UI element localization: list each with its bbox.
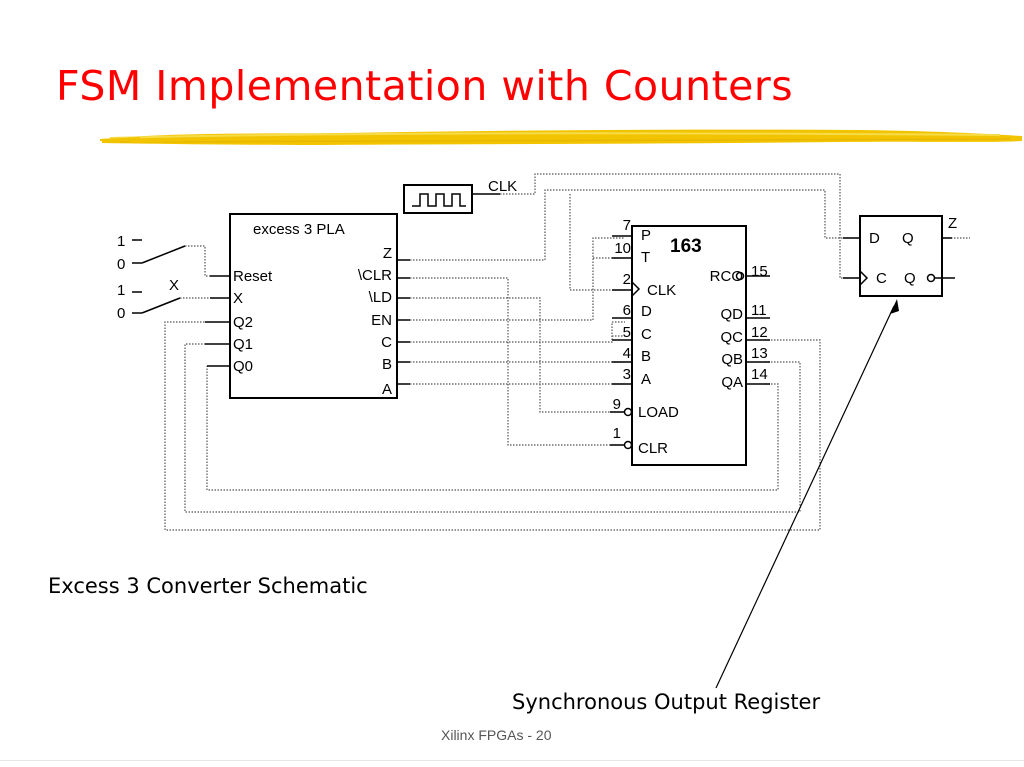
pla-input-x: X: [233, 290, 243, 307]
title-underline: [100, 129, 1022, 145]
pin-num-c: 5: [623, 324, 631, 341]
pla-output-a: A: [382, 381, 392, 398]
pin-qa: QA: [721, 374, 743, 391]
pin-clk: CLK: [647, 282, 676, 299]
pin-a: A: [641, 371, 651, 388]
pla-input-q2: Q2: [233, 314, 253, 331]
ff-d-label: D: [869, 230, 880, 247]
pla-output-ld: \LD: [369, 289, 393, 306]
schematic-caption: Excess 3 Converter Schematic: [48, 574, 368, 598]
pin-num-b: 4: [623, 345, 631, 362]
ff-qbar-label: Q: [904, 270, 916, 287]
pin-num-a: 3: [623, 366, 631, 383]
pla-output-clr: \CLR: [358, 267, 392, 284]
dotted-wires: [164, 173, 970, 531]
switch-level-0b: 0: [117, 305, 125, 322]
pin-qb: QB: [721, 351, 743, 368]
pin-p: P: [641, 227, 651, 244]
pin-clr: CLR: [638, 440, 668, 457]
switch-level-1b: 1: [117, 282, 125, 299]
slide-footer: Xilinx FPGAs - 20: [441, 727, 552, 743]
pla-output-c: C: [381, 334, 392, 351]
pin-num-qb: 13: [751, 345, 768, 362]
input-switches: 1 0 1 0 X: [117, 233, 186, 322]
pin-t: T: [641, 249, 650, 266]
pin-qc: QC: [721, 329, 744, 346]
ff-c-label: C: [876, 270, 887, 287]
clock-generator: CLK: [403, 178, 517, 214]
pin-qd: QD: [721, 306, 744, 323]
pin-load: LOAD: [638, 404, 679, 421]
pin-num-load: 9: [613, 396, 621, 413]
pin-num-clr: 1: [613, 425, 621, 442]
pin-num-qc: 12: [751, 324, 768, 341]
ff-q-label: Q: [902, 230, 914, 247]
slide-title: FSM Implementation with Counters: [56, 62, 794, 110]
clk-label: CLK: [488, 178, 517, 195]
pla-input-reset: Reset: [233, 268, 273, 285]
switch-x-label: X: [169, 277, 179, 294]
pin-b: B: [641, 348, 651, 365]
ff-z-label: Z: [948, 215, 957, 232]
pla-output-z: Z: [383, 245, 392, 262]
pin-num-clk: 2: [623, 271, 631, 288]
pla-input-q1: Q1: [233, 336, 253, 353]
pin-num-rco: 15: [751, 263, 768, 280]
pla-output-b: B: [382, 356, 392, 373]
counter-part-number: 163: [670, 236, 702, 257]
pin-num-d: 6: [623, 302, 631, 319]
switch-level-1a: 1: [117, 233, 125, 250]
callout-arrow: [715, 299, 899, 689]
pin-num-qd: 11: [751, 302, 767, 319]
counter-163: 163 7 10 2 6 5 4 3: [610, 217, 770, 466]
pla-title: excess 3 PLA: [253, 221, 345, 238]
pla-block: excess 3 PLA Reset X Q2 Q1 Q0 Z \CLR \LD: [205, 213, 410, 399]
switch-level-0a: 0: [117, 256, 125, 273]
pla-output-en: EN: [371, 312, 392, 329]
pla-input-q0: Q0: [233, 358, 253, 375]
pin-d: D: [641, 303, 652, 320]
register-caption: Synchronous Output Register: [512, 690, 821, 714]
pin-rco: RCO: [710, 268, 743, 285]
pin-num-t: 10: [614, 240, 631, 257]
output-flipflop: D Q C Q Z: [843, 215, 957, 297]
pin-c: C: [641, 326, 652, 343]
pin-num-p: 7: [623, 217, 631, 234]
pin-num-qa: 14: [751, 366, 768, 383]
footer-divider: [0, 760, 1024, 761]
